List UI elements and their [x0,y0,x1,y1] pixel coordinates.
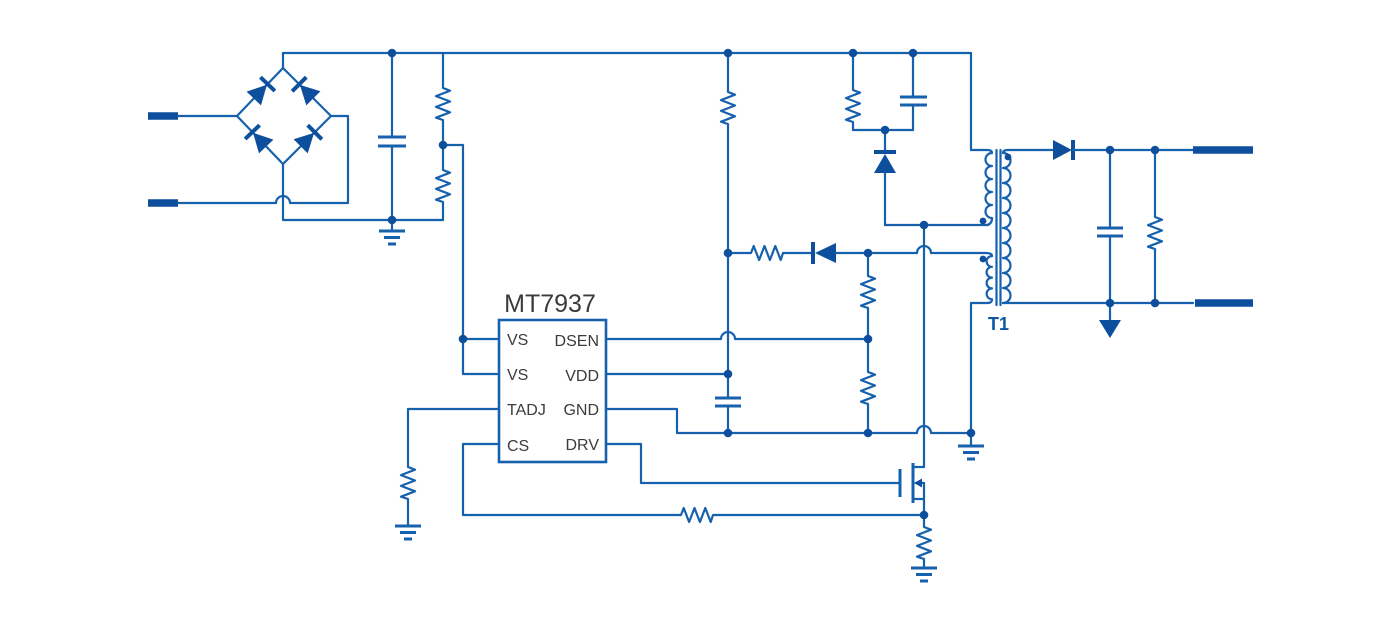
snubber-diode-triangle [874,154,896,173]
ic-pin-vdd: VDD [565,368,599,385]
cs-series-resistor-line [461,442,926,524]
ic-part-number: MT7937 [504,290,596,318]
wire-dsen-with-hop [604,330,870,341]
aux-rectifier-branch [726,242,994,435]
wire-gnd-with-hop [604,407,973,435]
primary-ground-symbol [379,218,405,246]
wire-drv-to-gate [604,442,902,485]
transformer-t1: T1 [969,148,1195,435]
wire-vs2 [461,337,501,376]
bridge-diode-top-right [290,75,321,106]
bridge-diamond [235,66,333,166]
startup-resistor [719,51,737,376]
aux-diode-triangle [815,243,836,263]
aux-ground-symbol [958,444,984,461]
tadj-resistor [395,407,501,541]
ic-body [497,318,608,464]
output-load-resistor [1146,148,1164,305]
gnd-rail [604,407,984,461]
dc-bus [281,51,973,152]
aux-polarity-dot [979,255,987,263]
cs-ground-symbol [911,566,937,583]
junction-dots [387,48,1160,520]
tadj-ground-symbol [395,524,421,541]
ic-pin-vs1: VS [507,332,528,349]
wire-aux-sense-with-hop [834,244,994,258]
startup-resistor-vdd [604,51,741,435]
ic-mt7937: MT7937 VS VS TADJ CS DSEN VDD GND DRV [497,290,608,464]
bridge-diode-bottom-right [293,123,324,154]
cs-shunt-resistor [915,513,933,570]
bulk-capacitor [378,51,406,222]
cs-sense-network [461,442,937,583]
mosfet [604,442,926,517]
bridge-diode-bottom-left [243,123,274,154]
mosfet-body-arrow [914,478,922,488]
bridge-diode-top-left [246,75,277,106]
ic-pin-tadj: TADJ [507,402,546,419]
secondary-polarity-dot [1004,153,1012,161]
transformer-label: T1 [988,314,1009,334]
ic-pin-drv: DRV [566,437,600,454]
rcd-snubber [844,51,927,227]
vs-sense-divider [434,51,501,376]
vs-divider-resistor-upper [434,51,452,147]
vs-divider-resistor-lower [434,143,452,222]
output-ground-arrow [1099,320,1121,338]
ic-pin-cs: CS [507,438,529,455]
snubber-resistor [844,51,862,132]
ic-pin-dsen: DSEN [555,333,599,350]
wire-hv-top-rail [281,51,973,152]
aux-series-resistor [726,244,815,262]
ac-input-terminals [148,112,350,207]
ic-pin-gnd: GND [563,402,599,419]
output-stage [1053,140,1253,338]
primary-winding [969,148,994,227]
aux-winding [969,254,994,435]
secondary-winding [1001,148,1012,305]
bridge-rectifier [235,51,445,222]
output-diode-triangle [1053,140,1072,160]
switch-node [883,223,990,469]
wire-bridge-minus-rail [281,162,445,222]
wire-ac-bottom-with-hop [176,114,350,205]
primary-polarity-dot [979,217,987,225]
ic-pin-vs2: VS [507,367,528,384]
wire-vs-tap [441,143,465,341]
dsen-line [604,330,870,341]
dsen-divider-resistor-upper [859,251,877,341]
dsen-divider-resistor-lower [859,337,877,435]
